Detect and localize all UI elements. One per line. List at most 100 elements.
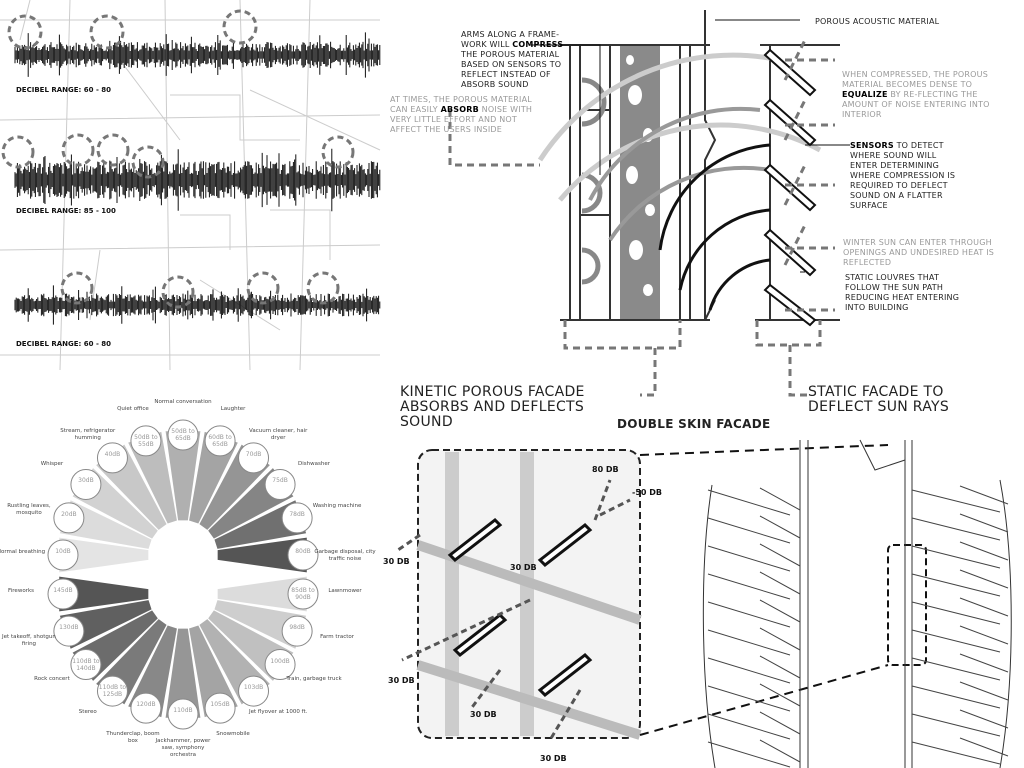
decibel-circle (47, 539, 79, 571)
noise-source-label: Whisper (40, 460, 64, 467)
db-label: 80 DB (592, 465, 619, 474)
sound-waveforms (14, 32, 381, 325)
facade-louvre-band (707, 625, 1009, 656)
facade-louvre-band (707, 541, 1009, 572)
decibel-value: 103dB (243, 684, 264, 692)
noise-source-label: Jackhammer, power saw, symphony orchestr… (155, 738, 211, 758)
db-label: 30 DB (510, 563, 537, 572)
noise-source-label: Normal breathing (0, 549, 46, 555)
decibel-value: 145dB (53, 587, 73, 594)
decibel-value: 85dB to 90dB (291, 587, 315, 601)
decibel-circle (167, 698, 199, 730)
porous-material-label: POROUS ACOUSTIC MATERIAL (815, 17, 940, 26)
decibel-circle (130, 692, 162, 724)
noise-source-label: Vacuum cleaner, hair dryer (249, 427, 308, 441)
static-facade-caption: STATIC FACADE TO DEFLECT SUN RAYS (808, 384, 950, 415)
compressed-note: WHEN COMPRESSED, THE POROUS MATERIAL BEC… (842, 70, 990, 119)
decibel-circle (70, 468, 102, 500)
decibel-range-label-1: DECIBEL RANGE: 60 - 80 (16, 86, 112, 94)
decibel-circle (70, 649, 102, 681)
decibel-circle (264, 649, 296, 681)
noise-source-label: Washing machine (312, 502, 362, 509)
facade-louvre-band (707, 653, 1009, 684)
db-label: 30 DB (470, 710, 497, 719)
db-label: 30 DB (383, 557, 410, 566)
decibel-circle (287, 578, 319, 610)
louvre-detail (397, 444, 927, 741)
decibel-circle (53, 502, 85, 534)
noise-source-label: Laughter (220, 406, 246, 413)
noise-source-label: Jet flyover at 1000 ft. (249, 709, 308, 716)
decibel-value: 75dB (272, 477, 288, 485)
noise-source-label: Quiet office (117, 406, 149, 413)
decibel-circle (264, 468, 296, 500)
kinetic-facade-caption: KINETIC POROUS FACADE ABSORBS AND DEFLEC… (400, 384, 585, 430)
decibel-value: 98dB (289, 624, 305, 632)
decibel-value: 80dB (295, 548, 311, 555)
db-label: 30 DB (540, 754, 567, 763)
decibel-range-label-2: DECIBEL RANGE: 85 - 100 (16, 207, 116, 215)
decibel-value: 130dB (59, 624, 79, 632)
noise-source-label: Dishwasher (298, 460, 331, 467)
waveform (14, 148, 381, 212)
decibel-value: 110dB to 125dB (98, 684, 127, 699)
decibel-circle (96, 675, 128, 707)
facade-louvre-band (707, 597, 1009, 628)
static-louvres (763, 48, 817, 327)
noise-source-label: Lawnmower (328, 588, 362, 594)
decibel-circle (53, 615, 85, 647)
decibel-value: 40dB (104, 450, 121, 458)
decibel-circle (167, 419, 199, 451)
noise-source-label: Stream, refrigerator humming (60, 427, 116, 441)
decibel-circle (238, 442, 270, 474)
noise-source-label: Normal conversation (154, 399, 212, 405)
decibel-wedge (165, 431, 201, 521)
decibel-wedge (59, 537, 149, 573)
noise-source-label: Snowmobile (216, 730, 250, 737)
wall-section (448, 10, 850, 397)
decibel-value: 70dB (245, 450, 262, 458)
db-label: -50 DB (632, 488, 662, 497)
decibel-wedge (217, 576, 307, 612)
noise-source-label: Train, garbage truck (286, 676, 342, 683)
decibel-circle (281, 615, 313, 647)
facade-louvre-band (707, 681, 1009, 712)
decibel-circle (96, 442, 128, 474)
noise-source-label: Jet takeoff, shotgun firing (2, 634, 56, 648)
facade-louvre-band (707, 569, 1009, 600)
decibel-value: 10dB (55, 548, 71, 555)
winter-sun-note: WINTER SUN CAN ENTER THROUGH OPENINGS AN… (843, 238, 995, 267)
facade-louvre-band (707, 709, 1009, 740)
facade-louvre-band (707, 737, 1009, 768)
facade-louvre-band (707, 513, 1009, 544)
decibel-value: 78dB (289, 510, 305, 518)
noise-source-label: Stereo (78, 709, 97, 716)
noise-source-label: Rock concert (34, 676, 70, 683)
waveform (14, 32, 381, 78)
decibel-range-label-3: DECIBEL RANGE: 60 - 80 (16, 340, 112, 348)
noise-source-label: Thunderclap, boom box (106, 730, 160, 744)
decibel-value: 110dB to 140dB (72, 657, 100, 672)
double-skin-facade-title: DOUBLE SKIN FACADE (617, 417, 771, 431)
decibel-value: 60dB to 65dB (208, 433, 232, 448)
noise-source-label: Rustling leaves, mosquito (7, 502, 51, 516)
facade-louvre-band (707, 485, 1009, 516)
decibel-circle (47, 578, 79, 610)
decibel-circle (238, 675, 270, 707)
decibel-wedge (217, 537, 307, 573)
decibel-circle (287, 539, 319, 571)
decibel-fan-chart (47, 419, 319, 730)
decibel-value: 100dB (270, 657, 290, 665)
tower-sketch (702, 439, 1012, 768)
decibel-circle (204, 692, 236, 724)
decibel-value: 20dB (61, 510, 77, 518)
decibel-circle (281, 502, 313, 534)
decibel-circle (130, 425, 162, 457)
decibel-value: 30dB (78, 477, 94, 485)
decibel-wedge (59, 576, 149, 612)
decibel-value: 110dB (173, 707, 193, 714)
noise-source-label: Fireworks (8, 588, 34, 594)
peak-markers (1, 9, 355, 309)
db-label: 30 DB (388, 676, 415, 685)
